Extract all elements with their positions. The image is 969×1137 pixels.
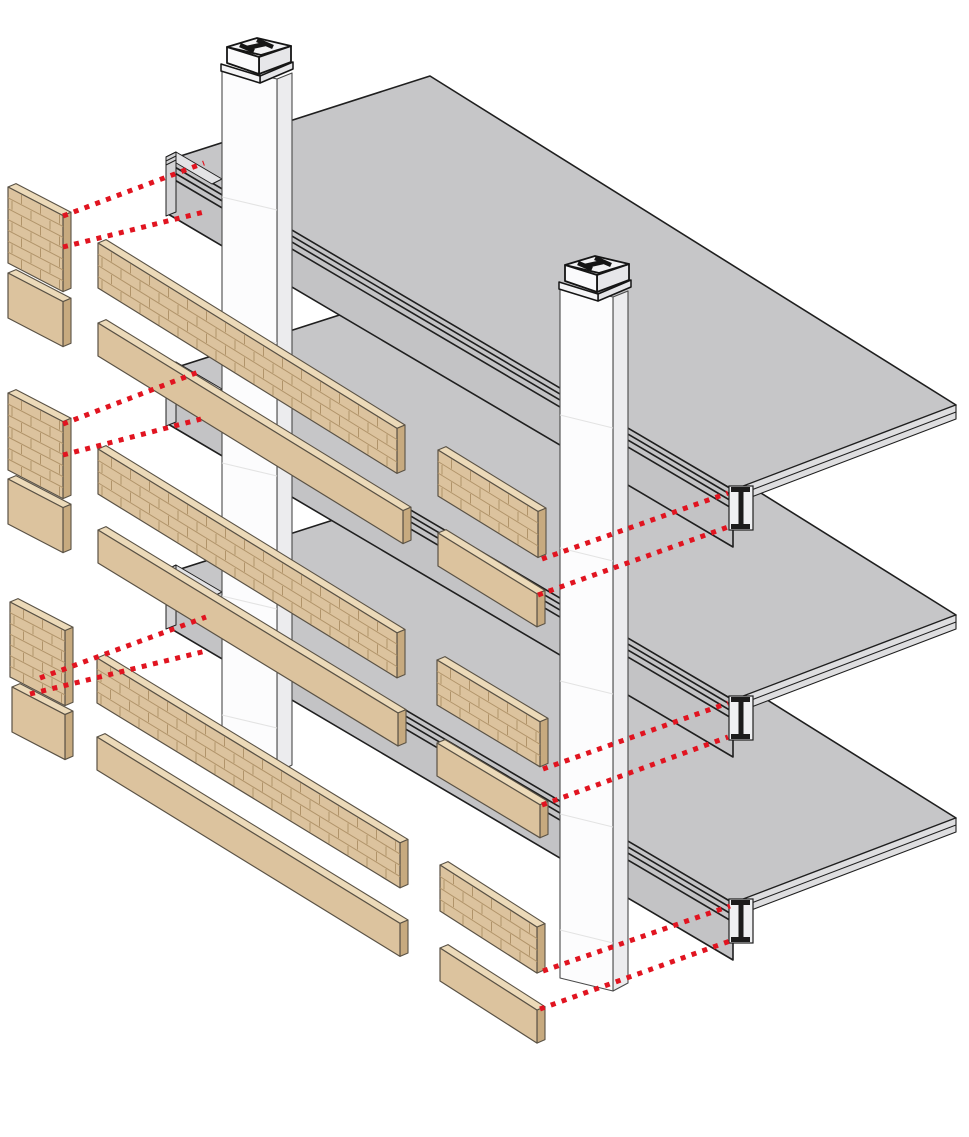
brick-cladding-panel (96, 654, 409, 889)
brick-cladding-panel (439, 861, 546, 974)
precast-spandrel-panel (7, 475, 72, 554)
brick-cladding-panel (97, 239, 406, 474)
alignment-leader-line (62, 368, 202, 427)
alignment-leader-line (541, 734, 729, 808)
corner-ibeam-detail (728, 898, 754, 944)
alignment-leader-line (62, 209, 205, 250)
alignment-leader-line (541, 490, 729, 562)
brick-cladding-panel (436, 656, 549, 768)
corner-ibeam-detail (728, 695, 754, 741)
alignment-leader-line (29, 648, 207, 697)
alignment-leader-line (62, 416, 202, 458)
brick-cladding-panel (97, 445, 406, 679)
precast-spandrel-panel (439, 944, 546, 1044)
alignment-leader-line (62, 160, 205, 219)
precast-spandrel-panel (436, 739, 549, 839)
leader-lines (29, 160, 731, 1012)
precast-spandrel-panel (97, 526, 407, 747)
corner-ibeam-detail (728, 485, 754, 531)
column-cap (220, 37, 294, 84)
brick-cladding-panel (7, 183, 72, 293)
alignment-leader-line (542, 903, 731, 974)
precast-spandrel-panel (7, 269, 72, 348)
precast-spandrel-panel (97, 319, 412, 545)
precast-spandrel-panel (437, 529, 546, 628)
column-cap (558, 255, 632, 302)
brick-cladding-panel (437, 446, 547, 559)
brick-cladding-panel (9, 598, 74, 707)
precast-spandrel-panel (96, 733, 409, 957)
steel-column (558, 255, 632, 992)
precast-spandrel-panel (11, 683, 74, 761)
alignment-leader-line (542, 700, 729, 772)
brick-cladding-panel (7, 389, 72, 500)
